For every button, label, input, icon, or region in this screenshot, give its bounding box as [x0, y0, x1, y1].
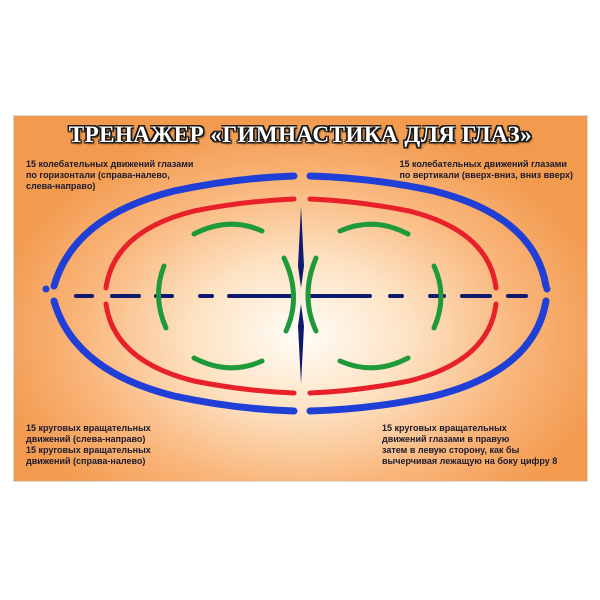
- outer-arc-top-left: [50, 172, 298, 290]
- eye-movement-diagram: [42, 172, 551, 415]
- caption-line: 15 круговых вращательных: [26, 423, 151, 433]
- caption-line: вычерчивая лежащую на боку цифру 8: [382, 456, 558, 466]
- outer-arc-bottom-right: [306, 297, 550, 415]
- inner-arc-bottom-left: [103, 301, 297, 396]
- caption-line: 15 колебательных движений глазами: [26, 159, 194, 169]
- right-point: [543, 285, 551, 293]
- inner-arc-bottom-right: [307, 301, 499, 396]
- vertical-spindle-top: [298, 206, 304, 288]
- caption-line: движений глазами в правую: [382, 434, 510, 444]
- caption-line: 15 круговых вращательных: [382, 423, 507, 433]
- caption-line: затем в левую сторону, как бы: [382, 445, 520, 455]
- eye-gymnastics-board: ТРЕНАЖЕР «ГИМНАСТИКА ДЛЯ ГЛАЗ» 15 колеба…: [13, 115, 588, 482]
- page-title: ТРЕНАЖЕР «ГИМНАСТИКА ДЛЯ ГЛАЗ»: [68, 122, 533, 147]
- caption-line: по горизонтали (справа-налево,: [26, 170, 170, 180]
- caption-line: слева-направо): [26, 181, 96, 191]
- inner-arc-top-left: [103, 196, 297, 291]
- left-point: [42, 285, 50, 293]
- caption-line: движений (слева-направо): [26, 434, 146, 444]
- eight-cross-left: [281, 255, 297, 334]
- caption-line: движений (справа-налево): [26, 456, 146, 466]
- eight-cross-right: [305, 255, 319, 334]
- outer-ellipse: [50, 172, 550, 415]
- eight-right-side: [431, 263, 444, 331]
- eight-left-bottom: [191, 355, 265, 371]
- vertical-axis: [298, 206, 304, 384]
- vertical-spindle-bottom: [298, 304, 304, 384]
- caption-line: 15 колебательных движений глазами: [399, 159, 567, 169]
- inner-arc-top-right: [307, 196, 499, 291]
- caption-line: 15 круговых вращательных: [26, 445, 151, 455]
- outer-arc-bottom-left: [50, 297, 298, 415]
- outer-arc-top-right: [306, 172, 550, 290]
- inner-ellipse: [103, 196, 499, 396]
- eight-right-top: [337, 221, 411, 237]
- figure-eight: [155, 221, 444, 371]
- eight-left-side: [155, 263, 169, 331]
- caption-line: по вертикали (вверх-вниз, вниз вверх): [399, 170, 573, 180]
- eight-right-bottom: [337, 355, 411, 371]
- eight-left-top: [191, 221, 265, 237]
